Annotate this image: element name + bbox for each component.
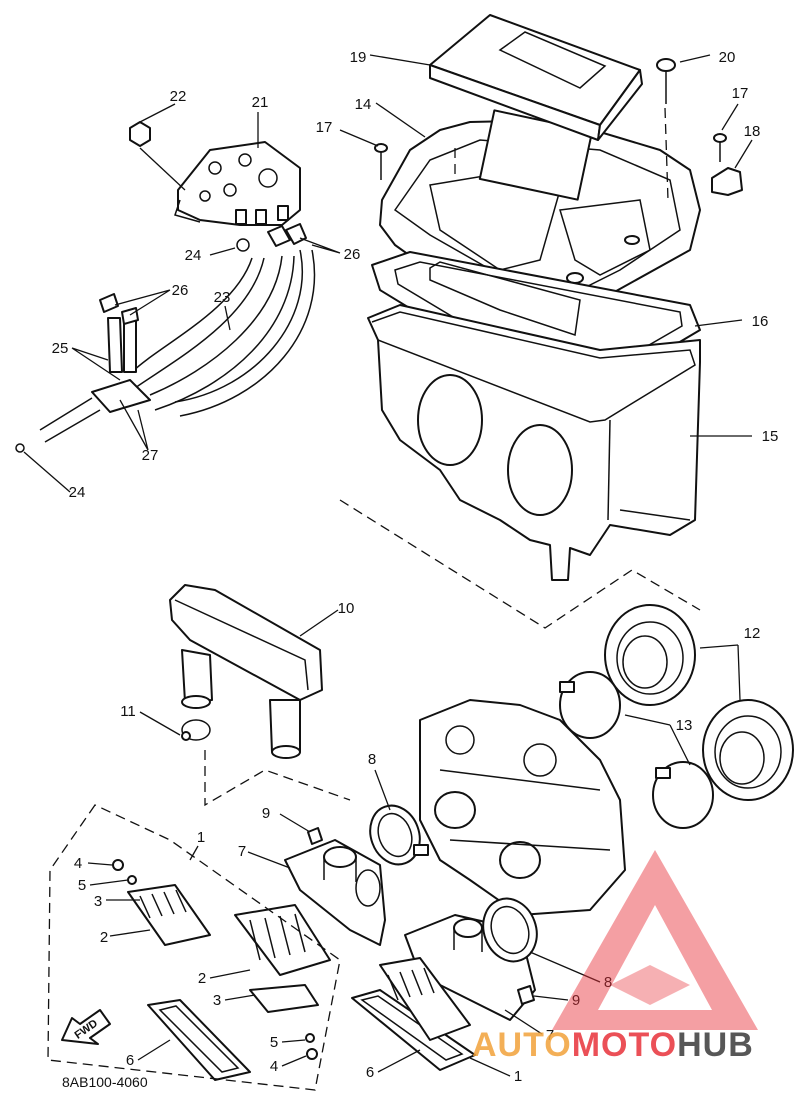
watermark-auto: AUTO: [472, 1026, 572, 1064]
hose-assembly: [15, 223, 316, 453]
callout-19: 19: [350, 49, 367, 66]
reed-valve-right: [351, 957, 476, 1071]
callout-24a: 24: [185, 247, 202, 264]
callout-13: 13: [676, 717, 693, 734]
callout-21: 21: [252, 94, 269, 111]
air-filter-element: [429, 14, 643, 141]
callout-6a: 6: [126, 1052, 134, 1069]
pump-assembly: [129, 121, 301, 226]
intake-manifold-lower: [404, 897, 538, 1021]
callout-1b: 1: [514, 1068, 522, 1085]
callout-25: 25: [52, 340, 69, 357]
callout-6b: 6: [366, 1064, 374, 1081]
callout-16: 16: [752, 313, 769, 330]
carburetor-joints: [559, 604, 794, 829]
callout-8b: 8: [604, 974, 612, 991]
callout-5a: 5: [78, 877, 86, 894]
joint-band-upper: [369, 804, 429, 866]
forward-direction-arrow: FWD: [61, 1009, 111, 1045]
callout-24b: 24: [69, 484, 86, 501]
callout-27: 27: [142, 447, 159, 464]
watermark-hub: HUB: [677, 1026, 754, 1064]
callout-9b: 9: [572, 992, 580, 1009]
callout-15: 15: [762, 428, 779, 445]
callout-26b: 26: [172, 282, 189, 299]
assembly-outlines: [47, 107, 701, 1091]
callout-12: 12: [744, 625, 761, 642]
callout-22: 22: [170, 88, 187, 105]
callout-3b: 3: [213, 992, 221, 1009]
air-box-case: [367, 304, 701, 581]
callout-14: 14: [355, 96, 372, 113]
callout-18: 18: [744, 123, 761, 140]
drawing-code: 8AB100-4060: [62, 1074, 148, 1090]
callout-2a: 2: [100, 929, 108, 946]
callout-3a: 3: [94, 893, 102, 910]
callout-1a: 1: [197, 829, 205, 846]
callout-17a: 17: [316, 119, 333, 136]
carburetor-assembly: [419, 699, 626, 916]
watermark-logo: AUTOMOTOHUB: [472, 850, 758, 1064]
callout-26a: 26: [344, 246, 361, 263]
callout-20: 20: [719, 49, 736, 66]
watermark-moto: MOTO: [572, 1026, 677, 1064]
watermark-text: AUTOMOTOHUB: [472, 1026, 754, 1064]
callout-23: 23: [214, 289, 231, 306]
callout-4a: 4: [74, 855, 82, 872]
reed-valve-left: [112, 859, 331, 1081]
callout-9a: 9: [262, 805, 270, 822]
callout-8a: 8: [368, 751, 376, 768]
callout-5b: 5: [270, 1034, 278, 1051]
callout-2b: 2: [198, 970, 206, 987]
callout-numbers: 19 14 17 20 17 18 16 15 22 21 24 26 26 2…: [52, 49, 779, 1085]
callout-7a: 7: [238, 843, 246, 860]
leader-lines: [23, 54, 753, 1077]
intake-manifold-upper: [284, 827, 386, 946]
watermark-triangle: [552, 850, 758, 1030]
callout-4b: 4: [270, 1058, 278, 1075]
intake-duct: [169, 584, 323, 759]
callout-10: 10: [338, 600, 355, 617]
callout-7b: 7: [546, 1027, 554, 1044]
callout-11: 11: [120, 703, 136, 720]
callout-17b: 17: [732, 85, 749, 102]
